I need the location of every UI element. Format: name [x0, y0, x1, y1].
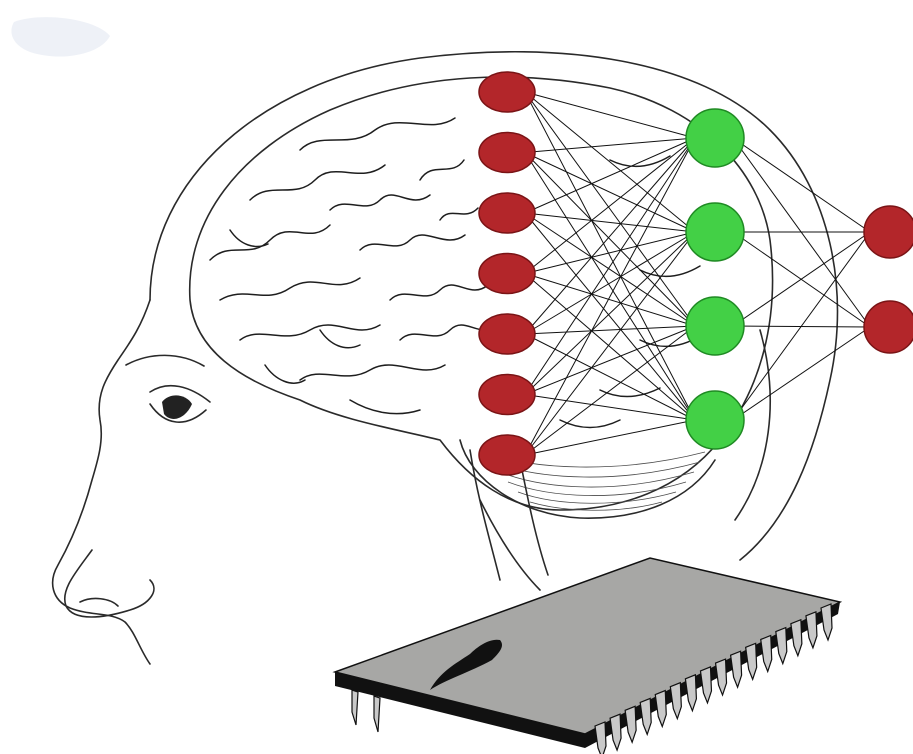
connection-input1-hidden4	[524, 91, 696, 421]
connection-input7-hidden1	[524, 137, 696, 456]
chip-pin-7	[684, 673, 698, 713]
connection-hidden3-output1	[732, 231, 871, 327]
chip-pin-11	[745, 642, 758, 682]
cerebellum-outline	[459, 439, 716, 519]
input-node-5	[478, 313, 536, 355]
connection-input1-hidden3	[524, 91, 696, 327]
chip-pin-5	[654, 689, 667, 729]
smudge-mark	[11, 17, 110, 57]
head-profile	[51, 51, 839, 665]
skull-outline	[149, 51, 839, 561]
face-outline	[51, 299, 151, 665]
chip-pin-9	[714, 658, 728, 697]
ear-line	[734, 329, 771, 521]
chip-pins	[594, 603, 833, 754]
eye-lower-lid	[149, 403, 207, 423]
chip-notch	[430, 639, 503, 690]
connection-input3-hidden1	[524, 137, 696, 214]
eyebrow	[125, 354, 205, 367]
chip-pin-15	[805, 610, 818, 650]
chip-top	[332, 557, 843, 735]
connection-input7-hidden2	[524, 231, 696, 456]
connection-input6-hidden2	[524, 231, 696, 395]
connection-input4-hidden1	[524, 137, 696, 274]
chip-pin-13	[775, 626, 788, 666]
connection-input5-hidden1	[524, 137, 696, 335]
chip-pin-1	[594, 721, 607, 754]
connection-input5-hidden4	[524, 333, 696, 421]
input-node-3	[478, 192, 536, 234]
connection-input6-hidden1	[524, 137, 696, 395]
connection-input3-hidden2	[524, 212, 696, 233]
connection-input2-hidden4	[524, 152, 696, 421]
chip-side	[335, 602, 840, 748]
chip-pin-left-2	[373, 695, 381, 733]
connection-input7-hidden3	[524, 325, 696, 456]
nostril	[79, 597, 119, 607]
connection-input6-hidden4	[524, 394, 696, 421]
connection-input4-hidden3	[524, 273, 696, 327]
chip-pin-8	[699, 666, 713, 705]
input-node-2	[478, 131, 536, 174]
output-node-1	[863, 205, 913, 259]
hidden-node-4	[685, 390, 745, 450]
connection-input3-hidden4	[524, 212, 696, 421]
input-node-6	[478, 373, 536, 416]
chip-pin-2	[609, 713, 622, 752]
connection-input1-hidden1	[524, 91, 696, 139]
connection-input5-hidden3	[524, 325, 696, 335]
connection-input2-hidden2	[524, 152, 696, 233]
network-connections	[524, 91, 871, 456]
input-node-7	[478, 434, 536, 476]
connection-hidden4-output2	[732, 326, 871, 421]
eye-upper-lid	[149, 384, 211, 403]
chip-pin-left-1	[351, 689, 359, 726]
connection-input6-hidden3	[524, 325, 696, 395]
input-node-4	[478, 252, 536, 295]
connection-hidden1-output1	[732, 137, 871, 233]
brain-outline	[188, 76, 774, 511]
chip-pin-10	[729, 650, 743, 689]
connection-input2-hidden1	[524, 137, 696, 153]
connection-input1-hidden2	[524, 91, 696, 233]
network-nodes	[478, 71, 913, 476]
microchip	[332, 557, 843, 754]
connection-input4-hidden4	[524, 273, 696, 421]
hidden-node-3	[685, 296, 745, 356]
brain-stem	[469, 449, 549, 581]
chip-pin-12	[760, 634, 773, 674]
chip-pin-16	[820, 603, 833, 642]
hidden-node-1	[685, 108, 745, 168]
hidden-node-2	[685, 202, 745, 262]
connection-input3-hidden3	[524, 212, 696, 327]
connection-input5-hidden2	[524, 231, 696, 335]
input-node-1	[478, 71, 536, 113]
chip-pin-3	[624, 705, 637, 745]
connection-input2-hidden3	[524, 152, 696, 327]
connection-input4-hidden2	[524, 231, 696, 274]
nose	[63, 549, 155, 618]
connection-input7-hidden4	[524, 419, 696, 456]
connection-hidden4-output1	[732, 231, 871, 421]
chip-pin-6	[669, 681, 682, 721]
output-node-2	[863, 300, 913, 354]
neck-line	[479, 499, 541, 591]
chip-pin-14	[790, 618, 803, 658]
eye-iris	[162, 395, 192, 419]
chip-pin-4	[639, 697, 652, 737]
